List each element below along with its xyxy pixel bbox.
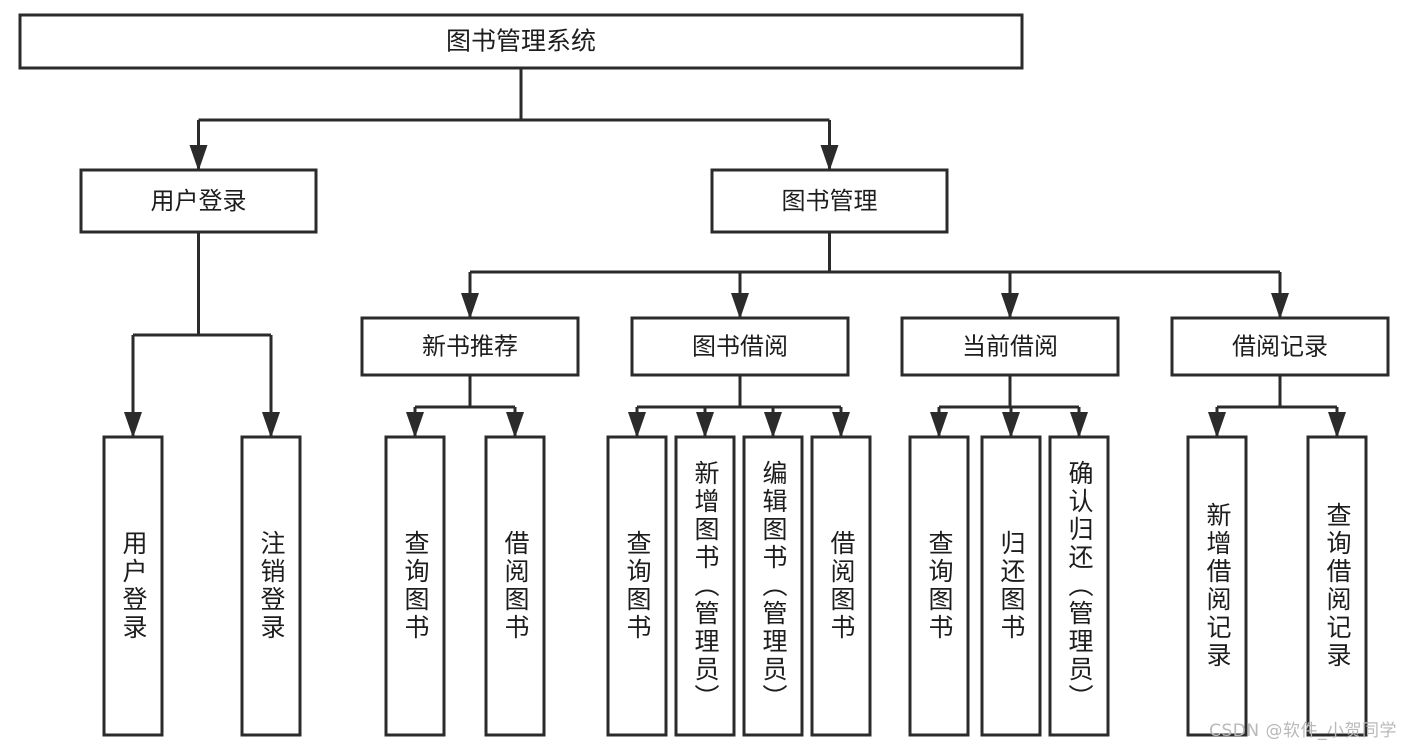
node-box-current-borrow[interactable] xyxy=(900,316,1120,377)
watermark: CSDN @软件_小贺同学 xyxy=(1209,721,1397,741)
node-label-user-login: 用户登录 xyxy=(151,187,247,215)
arrowhead-icon xyxy=(731,293,749,319)
node-box-leaf-query-book[interactable] xyxy=(606,435,668,737)
arrowhead-icon xyxy=(124,412,142,438)
node-box-leaf-borrow-book-new[interactable] xyxy=(484,435,546,737)
node-box-leaf-confirm-return[interactable] xyxy=(1048,435,1110,737)
arrowhead-icon xyxy=(832,412,850,438)
node-box-leaf-query-record[interactable] xyxy=(1306,435,1368,737)
arrowhead-icon xyxy=(189,145,208,171)
arrowhead-icon xyxy=(1271,293,1289,319)
node-box-leaf-add-book-admin[interactable] xyxy=(674,435,736,737)
arrowhead-icon xyxy=(628,412,646,438)
node-box-leaf-edit-book-admin[interactable] xyxy=(742,435,804,737)
arrowhead-icon xyxy=(696,412,714,438)
node-label-new-book-recommend: 新书推荐 xyxy=(422,333,518,361)
edges-layer xyxy=(124,68,1346,438)
node-box-book-borrow[interactable] xyxy=(630,316,850,377)
arrowhead-icon xyxy=(461,293,479,319)
arrowhead-icon xyxy=(1002,412,1020,438)
node-box-leaf-return-book[interactable] xyxy=(980,435,1042,737)
node-box-leaf-logout-login[interactable] xyxy=(240,435,302,737)
arrowhead-icon xyxy=(764,412,782,438)
node-label-borrow-record: 借阅记录 xyxy=(1232,333,1328,361)
node-box-user-login[interactable] xyxy=(79,168,318,234)
arrowhead-icon xyxy=(262,412,280,438)
node-label-root: 图书管理系统 xyxy=(446,27,596,56)
node-box-leaf-query-book-cur[interactable] xyxy=(908,435,970,737)
arrowhead-icon xyxy=(930,412,948,438)
arrowhead-icon xyxy=(506,412,524,438)
arrowhead-icon xyxy=(1070,412,1088,438)
node-box-new-book-recommend[interactable] xyxy=(360,316,580,377)
arrowhead-icon xyxy=(1328,412,1346,438)
boxes-layer xyxy=(18,13,1390,737)
node-box-leaf-user-login[interactable] xyxy=(102,435,164,737)
arrowhead-icon xyxy=(406,412,424,438)
arrowhead-icon xyxy=(1208,412,1226,438)
node-box-leaf-add-record[interactable] xyxy=(1186,435,1248,737)
arrowhead-icon xyxy=(820,145,839,171)
node-label-book-manage: 图书管理 xyxy=(782,187,878,215)
node-box-leaf-query-book-new[interactable] xyxy=(384,435,446,737)
node-label-current-borrow: 当前借阅 xyxy=(962,333,1058,361)
node-box-borrow-record[interactable] xyxy=(1170,316,1390,377)
node-label-book-borrow: 图书借阅 xyxy=(692,333,788,361)
node-box-book-manage[interactable] xyxy=(710,168,949,234)
node-box-leaf-borrow-book[interactable] xyxy=(810,435,872,737)
node-box-root[interactable] xyxy=(18,13,1024,70)
arrowhead-icon xyxy=(1001,293,1019,319)
